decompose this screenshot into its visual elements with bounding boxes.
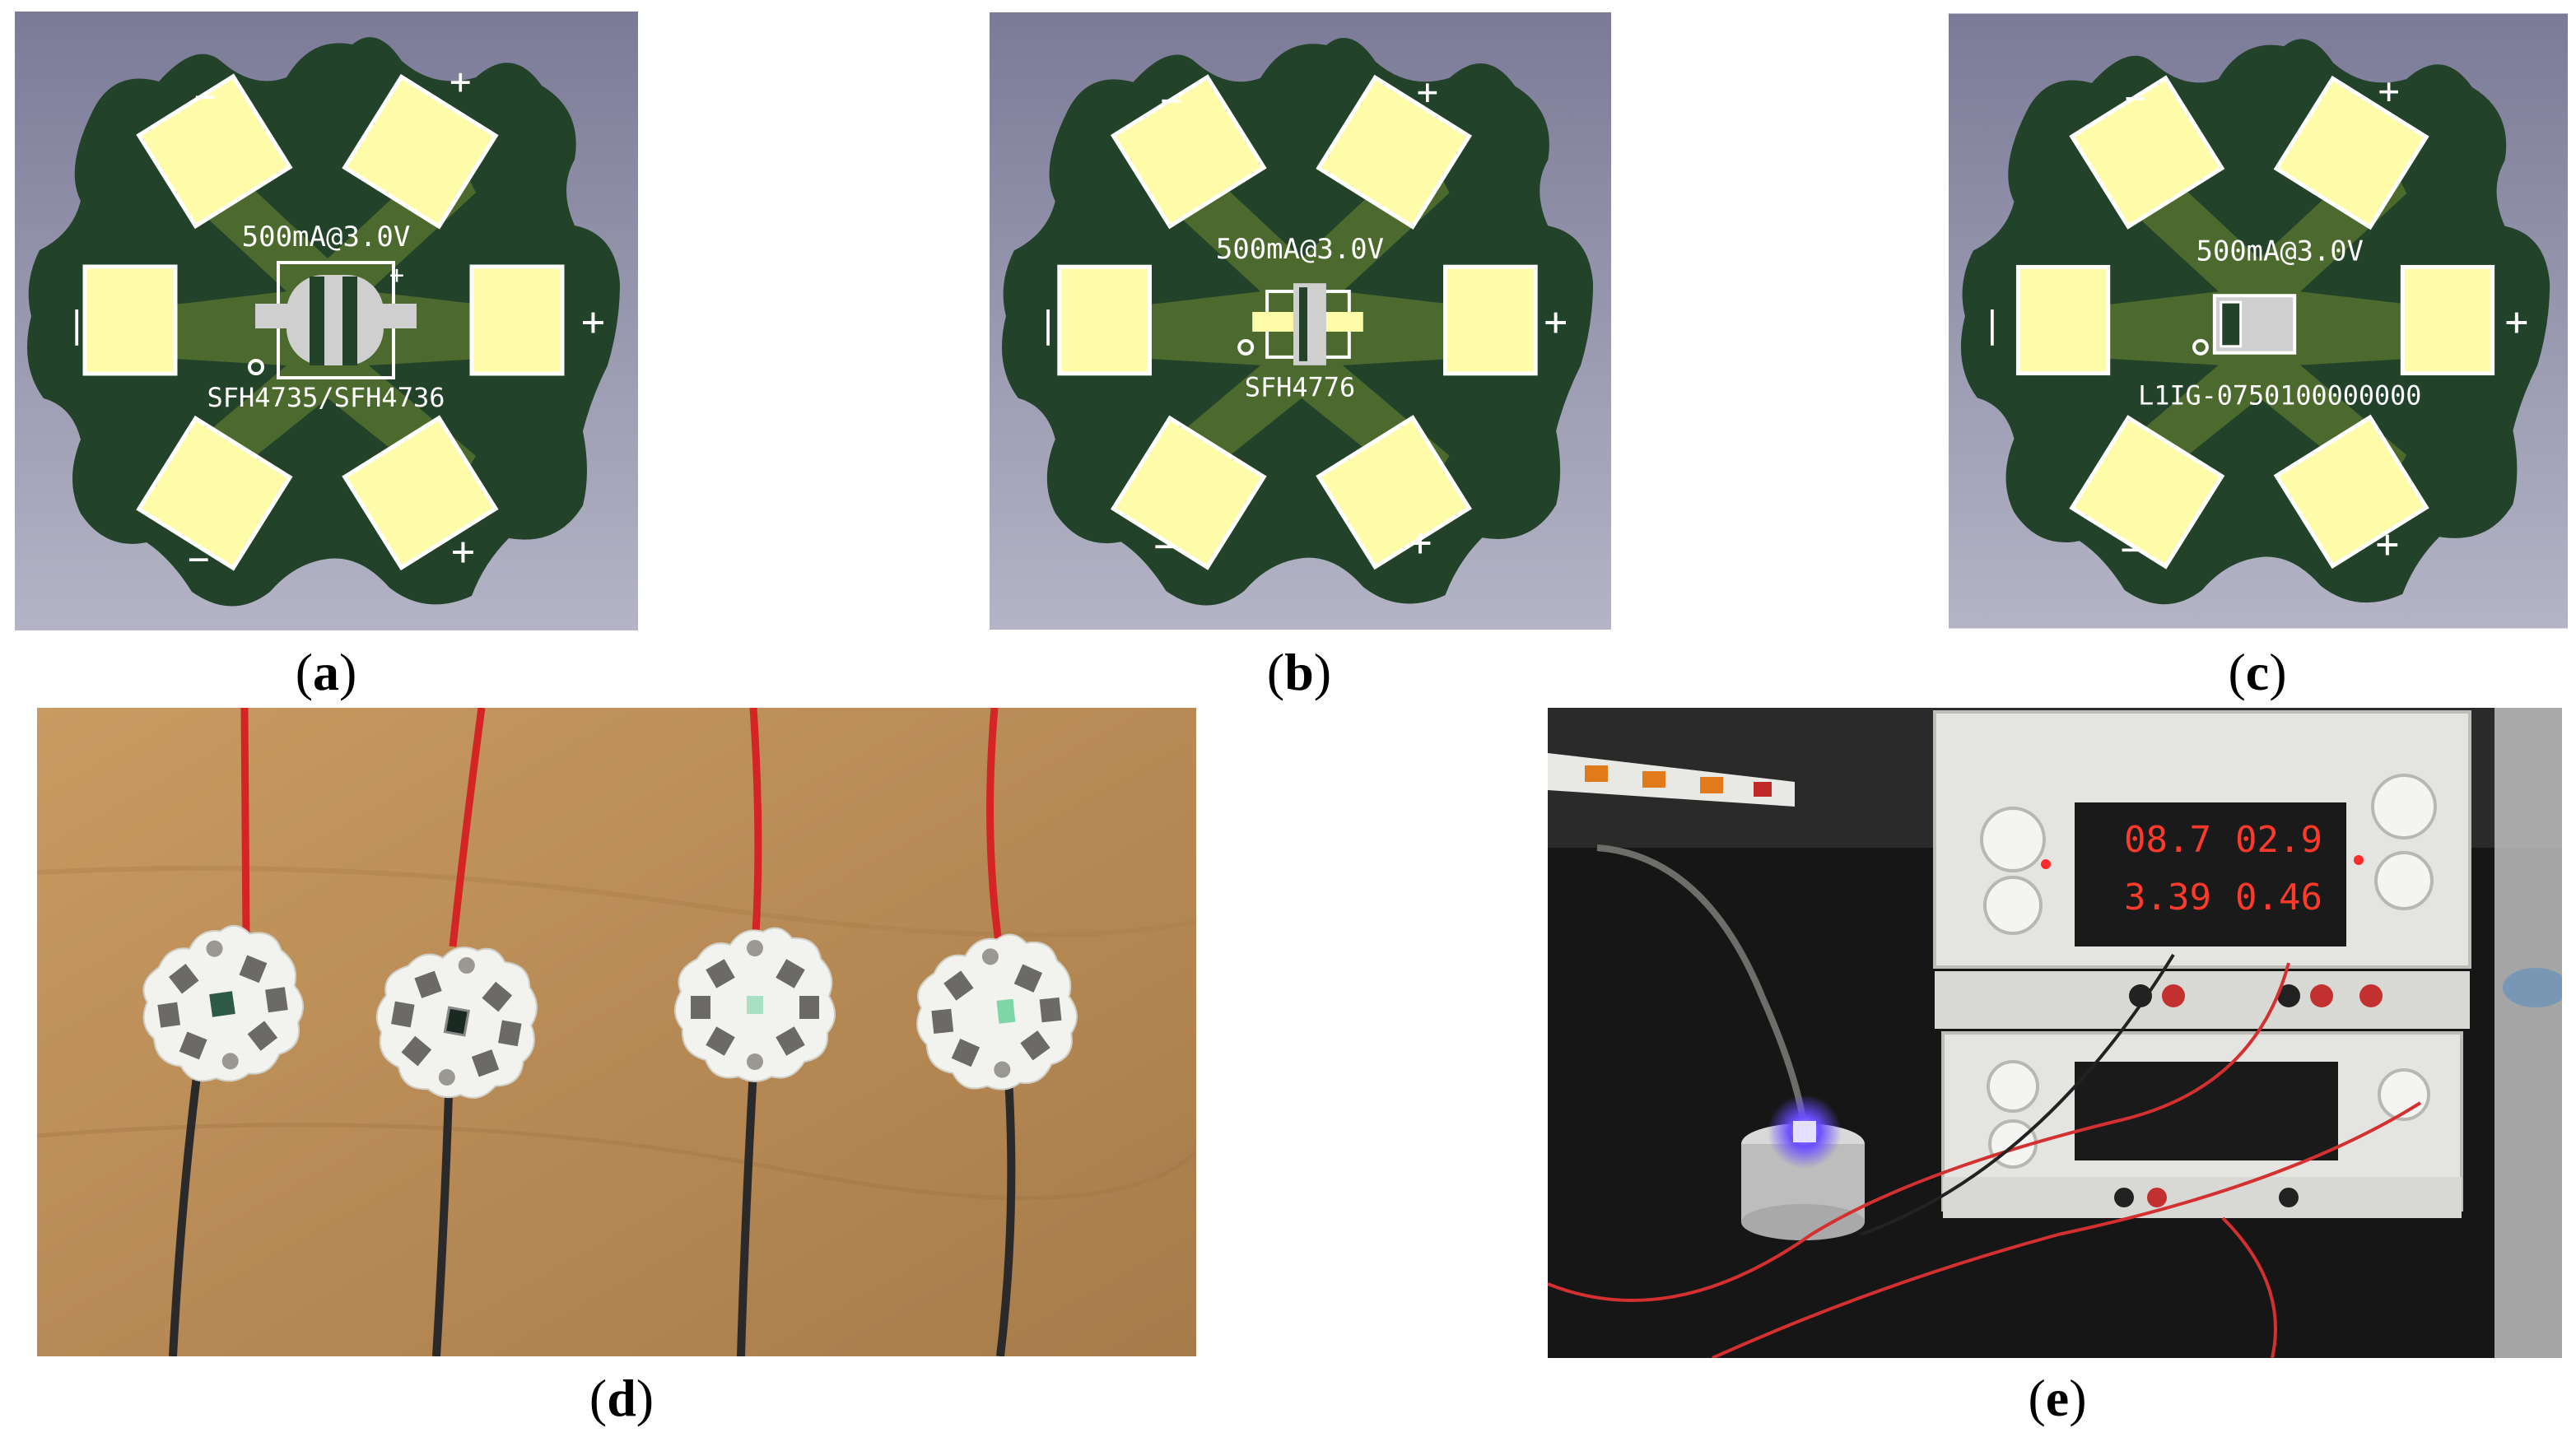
display-voltage-2: 3.39 bbox=[2124, 877, 2211, 919]
caption-d: (d) bbox=[589, 1369, 654, 1427]
pad-sign-minus: − bbox=[1160, 80, 1181, 122]
pad-sign-plus: + bbox=[1409, 520, 1432, 565]
red-wire bbox=[449, 708, 486, 947]
black-wire bbox=[737, 1069, 757, 1356]
side-sign-minus: | bbox=[66, 304, 88, 346]
part-label: L1IG-0750100000000 bbox=[2138, 381, 2421, 411]
caption-a: (a) bbox=[295, 643, 357, 701]
black-wire bbox=[996, 1077, 1016, 1356]
pad-sign-plus: + bbox=[450, 61, 472, 103]
led-footprint-b bbox=[1237, 283, 1363, 365]
led-footprint-a: + bbox=[248, 261, 417, 379]
panel-c: 500mA@3.0V L1IG-0750100000000 − + | + − … bbox=[1949, 12, 2568, 630]
photo-led-boards bbox=[37, 708, 1196, 1356]
current-label: 500mA@3.0V bbox=[1216, 233, 1384, 265]
caption-b: (b) bbox=[1266, 643, 1332, 701]
pad-sign-minus: − bbox=[194, 76, 217, 118]
pcb-render-b: 500mA@3.0V SFH4776 − + | + − + bbox=[990, 12, 1611, 630]
panel-a: + 500mA@3.0V SFH4735/SFH4736 − + | + − + bbox=[15, 12, 638, 630]
pad-sign-plus: + bbox=[2376, 522, 2400, 567]
side-sign-plus: + bbox=[1544, 300, 1567, 345]
black-wire bbox=[432, 1094, 453, 1356]
side-sign-minus: | bbox=[1982, 304, 2003, 346]
part-label: SFH4776 bbox=[1245, 372, 1355, 403]
panel-b: 500mA@3.0V SFH4776 − + | + − + bbox=[990, 12, 1611, 630]
power-supply-upper: 08.7 02.9 3.39 0.46 bbox=[1933, 710, 2471, 1029]
pad-sign-plus: + bbox=[2378, 71, 2400, 113]
panel-e: 08.7 02.9 3.39 0.46 bbox=[1548, 708, 2562, 1358]
pcb-render-a: + 500mA@3.0V SFH4735/SFH4736 − + | + − + bbox=[15, 12, 638, 630]
red-wire bbox=[240, 708, 250, 939]
current-label: 500mA@3.0V bbox=[2196, 235, 2364, 267]
led-footprint-c bbox=[2192, 294, 2297, 356]
power-supply-lower bbox=[1941, 1031, 2463, 1218]
pad-sign-minus: − bbox=[188, 538, 210, 580]
led-board bbox=[364, 931, 550, 1112]
pad-sign-plus: + bbox=[451, 528, 475, 574]
power-strip bbox=[1548, 753, 1795, 807]
current-label: 500mA@3.0V bbox=[242, 221, 411, 253]
led-board bbox=[673, 927, 836, 1082]
pad-sign-minus: − bbox=[1153, 525, 1175, 567]
red-wire bbox=[749, 708, 762, 935]
led-board bbox=[907, 927, 1085, 1099]
part-label: SFH4735/SFH4736 bbox=[207, 382, 445, 413]
caption-c: (c) bbox=[2228, 643, 2287, 701]
display-current-1: 02.9 bbox=[2235, 819, 2322, 861]
pad-sign-plus: + bbox=[1417, 72, 1438, 114]
led-enclosure bbox=[1741, 1095, 1865, 1240]
pcb-render-c: 500mA@3.0V L1IG-0750100000000 − + | + − … bbox=[1949, 13, 2568, 629]
pad-sign-minus: − bbox=[2121, 528, 2142, 570]
caption-e: (e) bbox=[2028, 1369, 2087, 1427]
panel-d bbox=[37, 708, 1196, 1356]
display-voltage-1: 08.7 bbox=[2124, 819, 2211, 861]
red-wire bbox=[986, 708, 1003, 943]
led-board bbox=[132, 916, 314, 1093]
svg-text:+: + bbox=[389, 261, 404, 290]
display-current-2: 0.46 bbox=[2235, 877, 2322, 919]
photo-test-setup: 08.7 02.9 3.39 0.46 bbox=[1548, 708, 2562, 1358]
pad-sign-minus: − bbox=[2125, 77, 2146, 119]
side-sign-plus: + bbox=[581, 299, 605, 345]
black-wire bbox=[169, 1069, 202, 1356]
gooseneck bbox=[1596, 844, 1806, 1120]
side-sign-minus: | bbox=[1037, 304, 1059, 346]
side-sign-plus: + bbox=[2505, 300, 2529, 345]
